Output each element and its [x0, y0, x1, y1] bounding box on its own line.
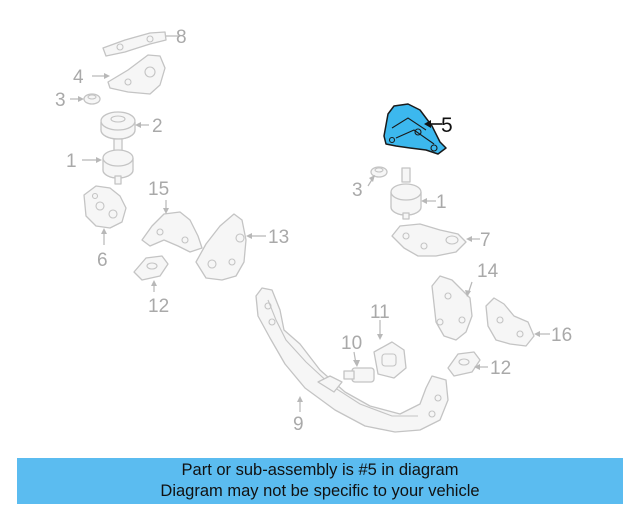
- callout-13: 13: [268, 227, 289, 248]
- part-15-bracket[interactable]: [141, 211, 203, 253]
- callout-16: 16: [551, 325, 572, 346]
- part-12-pad-left[interactable]: [133, 255, 169, 281]
- part-4-bracket[interactable]: [107, 54, 166, 95]
- part-2-insulator[interactable]: [100, 111, 136, 140]
- part-5-bracket-highlighted[interactable]: [383, 103, 447, 155]
- part-12-pad-right[interactable]: [447, 351, 481, 377]
- banner-line-1: Part or sub-assembly is #5 in diagram: [181, 461, 459, 479]
- callout-3-right: 3: [352, 180, 363, 201]
- part-14-bracket[interactable]: [431, 275, 473, 341]
- part-7-bracket[interactable]: [391, 223, 467, 257]
- callout-5: 5: [441, 114, 453, 137]
- part-10-stopper[interactable]: [343, 367, 375, 383]
- part-1-mount-right[interactable]: [390, 167, 422, 220]
- callout-11: 11: [370, 302, 390, 323]
- part-1-mount-left[interactable]: [102, 138, 134, 185]
- callout-7: 7: [480, 230, 491, 251]
- callout-15: 15: [148, 179, 169, 200]
- callout-8: 8: [176, 27, 187, 48]
- part-8-bracket[interactable]: [102, 31, 167, 57]
- part-11-damper[interactable]: [373, 341, 407, 379]
- parts-diagram: 8 4 3 2 1 6: [55, 27, 572, 435]
- info-banner: Part or sub-assembly is #5 in diagram Di…: [17, 458, 623, 504]
- callout-1-right: 1: [436, 192, 447, 213]
- callout-2: 2: [152, 116, 163, 137]
- callout-6: 6: [97, 250, 108, 271]
- callout-12-right: 12: [490, 358, 511, 379]
- banner-line-2: Diagram may not be specific to your vehi…: [160, 482, 480, 500]
- part-13-bracket[interactable]: [195, 213, 247, 281]
- part-3-nut-left[interactable]: [83, 93, 101, 105]
- part-16-bracket[interactable]: [485, 297, 535, 347]
- part-6-bracket[interactable]: [83, 185, 127, 229]
- callout-9: 9: [293, 414, 304, 435]
- callout-10: 10: [341, 333, 362, 354]
- callout-4: 4: [73, 67, 84, 88]
- callout-1-left: 1: [66, 151, 77, 172]
- callout-3-left: 3: [55, 90, 66, 111]
- callout-12-left: 12: [148, 296, 169, 317]
- callout-14: 14: [477, 261, 499, 282]
- part-3-nut-right[interactable]: [370, 166, 388, 178]
- part-9-crossmember[interactable]: [255, 287, 449, 433]
